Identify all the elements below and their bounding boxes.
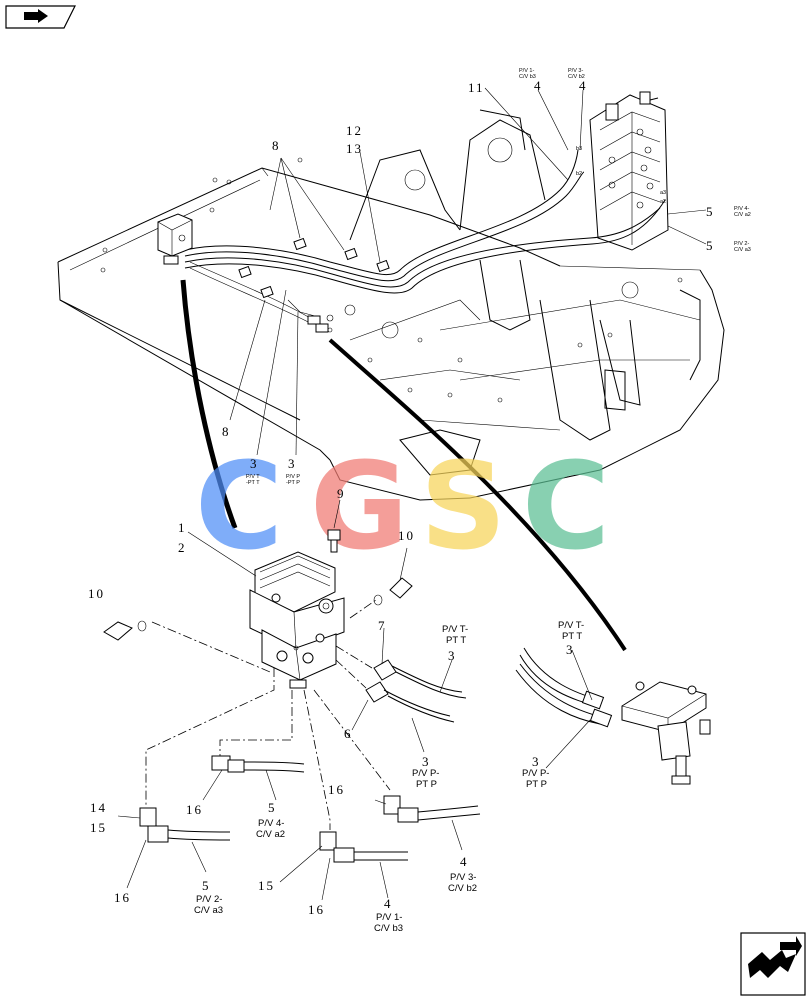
detail-pointer-left: [180, 279, 238, 529]
callout-4-top-right: 4: [579, 78, 588, 93]
tiny-pv4-l1: P/V 4-: [734, 206, 749, 212]
fitting-10-left: [103, 620, 147, 641]
callout-3-detail-bottom: 3: [532, 754, 541, 769]
label-pv2-cva3-line1: P/V 2-: [196, 894, 222, 905]
pt-hose-connectors: [365, 659, 467, 723]
tee-block-detail: [515, 647, 711, 785]
tiny-pv3-l2: C/V b2: [568, 74, 585, 80]
port-label-a3: a3: [660, 190, 666, 196]
back-nav-button[interactable]: [4, 4, 76, 30]
port-label-a2: a2: [660, 199, 666, 205]
label-pvp-pt-p-2-line1: P/V P-: [522, 768, 549, 779]
tiny-pv3-l1: P/V 3-: [568, 68, 583, 74]
callouts: 8 12 13 11 4 4 5 5 8 3 3 9 1 2 10 10 7 3…: [88, 78, 715, 917]
upper-frame: [57, 109, 725, 501]
callout-5-a2: 5: [268, 800, 277, 815]
callout-1: 1: [178, 520, 187, 535]
elbow-hose-3-c-v-b2: [383, 795, 481, 823]
fitting-9: [327, 529, 341, 553]
pt-fittings-upper: [307, 314, 334, 333]
label-pvt-pt-t-1-line2: PT T: [446, 635, 466, 646]
tiny-pvt-l1: P/V T: [246, 474, 260, 480]
hose-bundle: [184, 149, 666, 325]
callout-4-b2: 4: [460, 854, 469, 869]
tiny-pvp-l1: P/V P: [286, 474, 300, 480]
control-valve: b3 b2 a3 a2: [576, 91, 669, 251]
port-label-b2: b2: [576, 171, 582, 177]
watermark-letter-g: G: [310, 438, 409, 577]
label-pvp-pt-p-2-line2: PT P: [526, 779, 547, 790]
elbow-hose-1-c-v-b3: [319, 831, 408, 863]
callout-16-b3: 16: [308, 902, 325, 917]
callout-3-upper-right: 3: [288, 456, 297, 471]
callout-3-mid-right: 3: [448, 648, 457, 663]
callout-6: 6: [344, 726, 353, 741]
hose-clamps: [238, 237, 390, 299]
label-pvp-pt-p-1-line1: P/V P-: [412, 768, 439, 779]
watermark-letter-s: S: [420, 438, 506, 577]
label-pvt-pt-t-2-line1: P/V T-: [558, 620, 584, 631]
callout-13: 13: [346, 141, 363, 156]
callout-15-left: 15: [90, 820, 107, 835]
pilot-valve-mounted: [157, 213, 193, 265]
tiny-pv2-l1: P/V 2-: [734, 241, 749, 247]
callout-10-left: 10: [88, 586, 105, 601]
callout-5-lower: 5: [706, 238, 715, 253]
callout-7: 7: [378, 618, 387, 633]
label-pv3-cvb2-line2: C/V b2: [448, 883, 477, 894]
callout-4-b3: 4: [384, 896, 393, 911]
book-arrow-icon: [5, 5, 76, 29]
callout-2: 2: [178, 540, 187, 555]
label-pvt-pt-t-1-line1: P/V T-: [442, 624, 468, 635]
callout-3-detail-top: 3: [566, 642, 575, 657]
watermark-letter-c1: C: [195, 438, 283, 577]
watermark-letter-c2: C: [522, 438, 610, 577]
callout-3-lower-mid: 3: [422, 754, 431, 769]
callout-16-left: 16: [114, 890, 131, 905]
tiny-pv2-l2: C/V a3: [734, 247, 751, 253]
label-pv4-cva2-line2: C/V a2: [256, 829, 285, 840]
cgsc-watermark: C G S C: [195, 438, 610, 577]
label-pvt-pt-t-2-line2: PT T: [562, 631, 582, 642]
label-pv2-cva3-line2: C/V a3: [194, 905, 223, 916]
callout-4-top-left: 4: [534, 78, 543, 93]
tiny-pv1-l2: C/V b3: [519, 74, 536, 80]
callout-5-upper: 5: [706, 204, 715, 219]
callout-14: 14: [90, 800, 107, 815]
detail-pointer-right: [328, 338, 627, 652]
callout-15-mid: 15: [258, 878, 275, 893]
next-page-icon: [740, 932, 806, 996]
hose-labels: P/V T- PT T P/V T- PT T P/V P- PT P P/V …: [194, 620, 584, 934]
callout-10-right: 10: [398, 528, 415, 543]
next-page-button[interactable]: [740, 932, 806, 996]
tiny-pvp-l2: -PT P: [286, 480, 300, 486]
fitting-10-right: [373, 577, 413, 606]
label-pvp-pt-p-1-line2: PT P: [416, 779, 437, 790]
upper-leader-lines: [229, 87, 707, 456]
callout-11: 11: [468, 80, 485, 95]
pilot-valve-detail: [249, 551, 345, 689]
tiny-pvt-l2: -PT T: [246, 480, 260, 486]
label-pv3-cvb2-line1: P/V 3-: [450, 872, 476, 883]
label-pv1-cvb3-line1: P/V 1-: [376, 912, 402, 923]
routing-lines: [145, 599, 391, 830]
label-pv4-cva2-line1: P/V 4-: [258, 818, 284, 829]
callout-16-a2: 16: [186, 802, 203, 817]
tiny-pv4-l2: C/V a2: [734, 212, 751, 218]
tiny-pv1-l1: P/V 1-: [519, 68, 534, 74]
callout-3-upper-left: 3: [250, 456, 259, 471]
label-pv1-cvb3-line2: C/V b3: [374, 923, 403, 934]
elbow-hose-2-c-v-a3: [139, 807, 231, 843]
port-label-b3: b3: [576, 146, 582, 152]
callout-8-top: 8: [272, 138, 281, 153]
callout-9: 9: [337, 486, 346, 501]
callout-5-a3: 5: [202, 878, 211, 893]
elbow-hose-4-c-v-a2: [211, 755, 305, 773]
lower-leader-lines: [117, 499, 463, 901]
upper-tiny-labels: P/V 1- C/V b3 P/V 3- C/V b2 P/V 4- C/V a…: [246, 68, 751, 486]
callout-16-b2: 16: [328, 782, 345, 797]
callout-8-left: 8: [222, 424, 231, 439]
callout-12: 12: [346, 123, 363, 138]
